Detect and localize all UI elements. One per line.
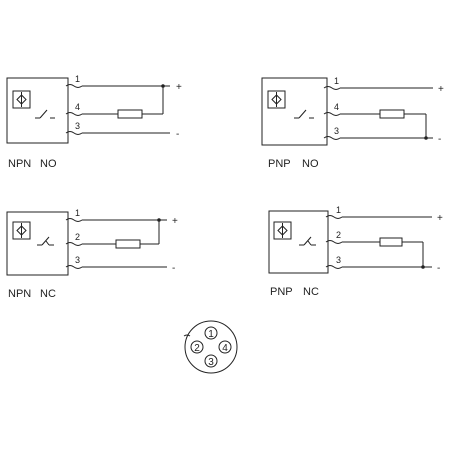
switch-icon [35, 109, 55, 119]
polarity-plus: + [172, 216, 178, 227]
diagram-pnp-nc: 1 2 3 + - PNP NC [268, 205, 443, 298]
diagram-npn-no: 1 4 3 + - NPN NO [6, 74, 182, 170]
resistor-icon [379, 109, 405, 119]
pin-label-1: 1 [334, 76, 339, 86]
polarity-plus: + [437, 213, 443, 224]
connector-pin-3: 3 [204, 354, 218, 368]
polarity-minus: - [172, 263, 175, 274]
type-label: PNP [268, 158, 291, 170]
sensor-body [261, 77, 328, 146]
connector-outline [184, 320, 238, 374]
sensor-body [6, 77, 69, 144]
diagram-pnp-no: 1 4 3 + - PNP NO [261, 76, 444, 170]
pin-label-2: 4 [75, 102, 80, 112]
pin-label-3: 3 [75, 255, 80, 265]
pin-label-3: 3 [75, 121, 80, 131]
terminal-icon [325, 215, 343, 269]
type-label: NPN [8, 288, 31, 300]
svg-text:2: 2 [194, 343, 200, 354]
polarity-plus: + [176, 82, 182, 93]
sensor-icon [12, 221, 31, 240]
resistor-icon [115, 239, 141, 249]
terminal-icon [65, 84, 83, 135]
contact-label: NC [303, 286, 319, 298]
terminal-icon [65, 218, 83, 269]
contact-label: NO [40, 158, 57, 170]
svg-text:4: 4 [222, 343, 228, 354]
pin-label-1: 1 [75, 208, 80, 218]
switch-icon [299, 236, 316, 246]
sensor-icon [267, 90, 286, 109]
connector-pin-2: 2 [190, 340, 204, 354]
pin-label-3: 3 [334, 126, 339, 136]
resistor-icon [379, 237, 403, 247]
pin-label-2: 4 [334, 102, 339, 112]
sensor-icon [273, 221, 292, 240]
connector-pin-1: 1 [204, 326, 218, 340]
type-label: PNP [270, 286, 293, 298]
contact-label: NO [302, 158, 319, 170]
switch-icon [37, 236, 54, 246]
sensor-body [268, 210, 329, 274]
connector-pinout: 1 2 3 4 [183, 320, 238, 374]
type-label: NPN [8, 158, 31, 170]
pin-label-1: 1 [75, 74, 80, 84]
polarity-minus: - [438, 134, 441, 145]
pin-label-3: 3 [336, 255, 341, 265]
svg-text:3: 3 [208, 357, 214, 368]
resistor-icon [117, 109, 143, 119]
polarity-minus: - [176, 129, 179, 140]
polarity-minus: - [437, 263, 440, 274]
pin-label-2: 2 [75, 232, 80, 242]
switch-icon [294, 109, 314, 119]
pin-label-2: 2 [336, 230, 341, 240]
polarity-plus: + [438, 84, 444, 95]
diagram-npn-nc: 1 2 3 + - NPN NC [6, 208, 178, 300]
pin-label-1: 1 [336, 205, 341, 215]
svg-text:1: 1 [208, 329, 214, 340]
connector-key [183, 334, 191, 337]
sensor-body [6, 211, 69, 276]
contact-label: NC [40, 288, 56, 300]
connector-pin-4: 4 [218, 340, 232, 354]
terminal-icon [323, 86, 341, 140]
sensor-icon [12, 90, 31, 109]
